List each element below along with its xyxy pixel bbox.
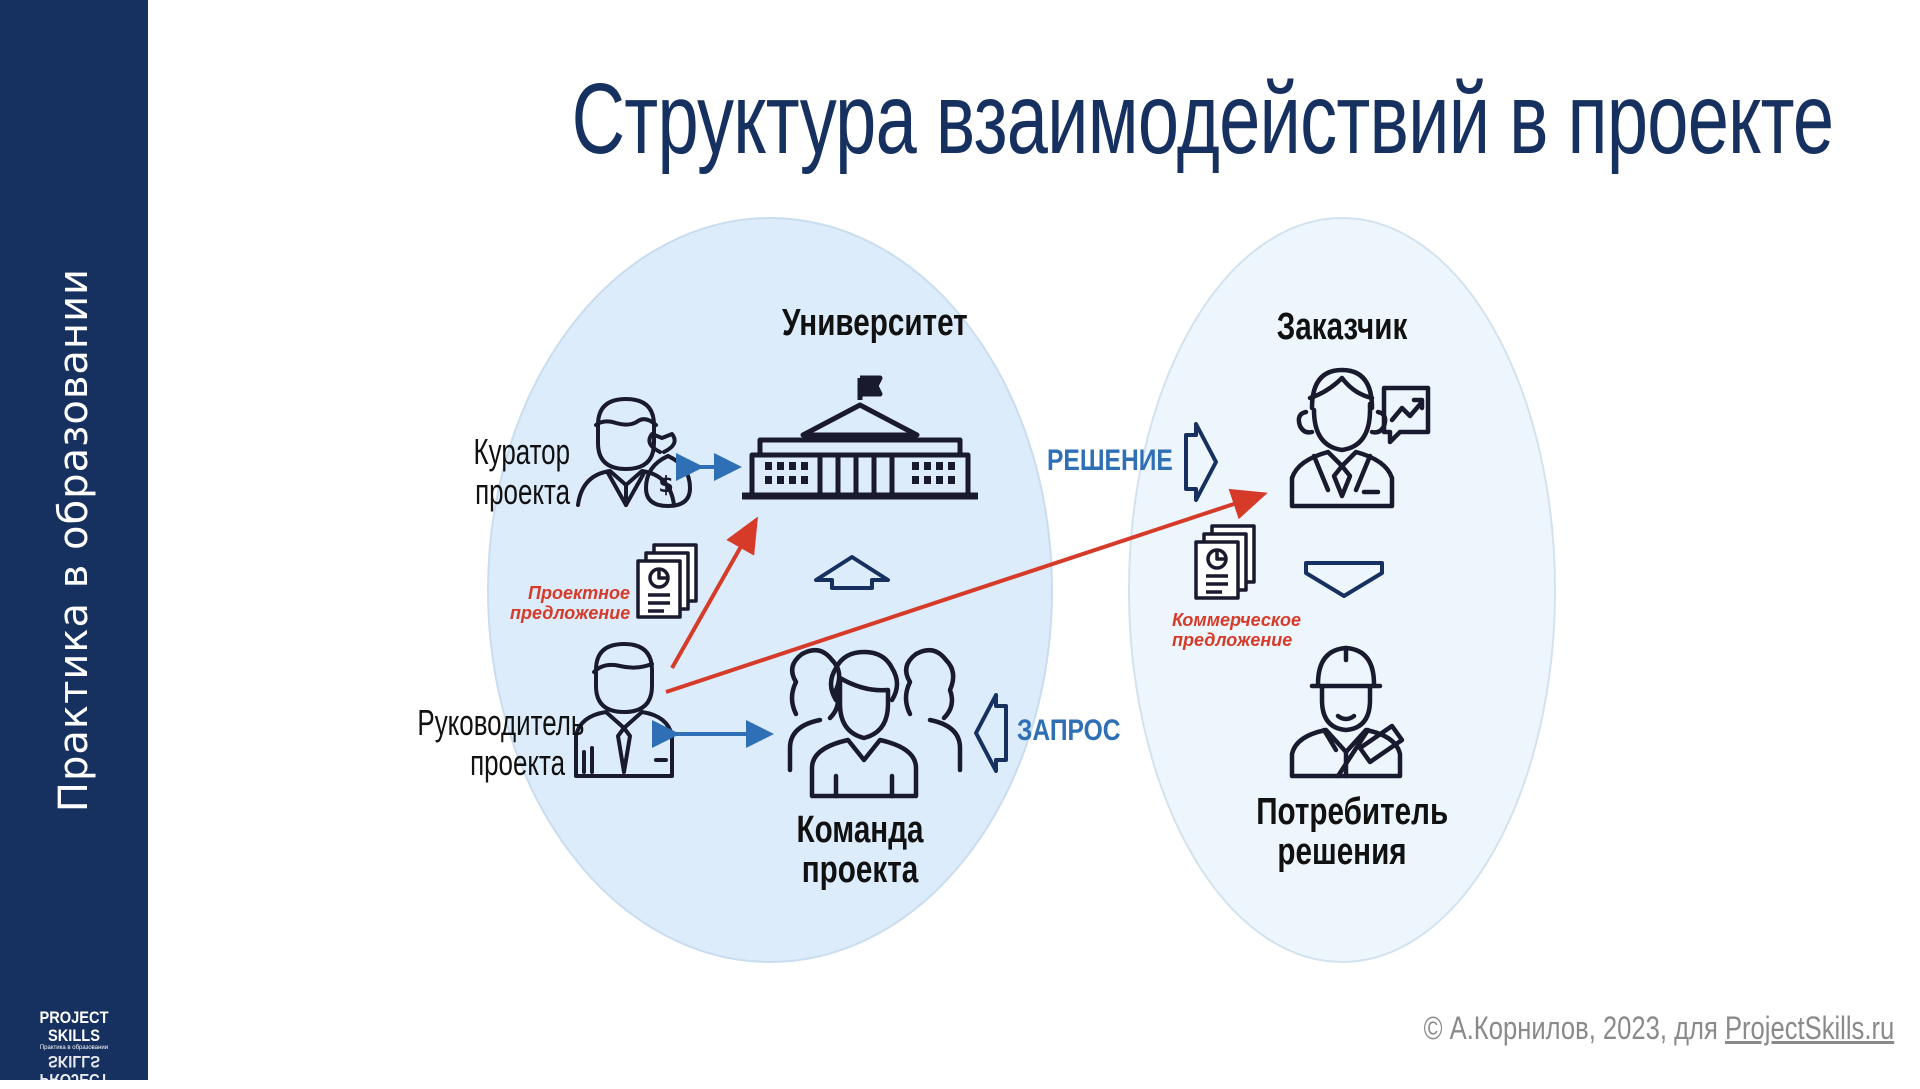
university-label: Университет <box>782 302 968 344</box>
curator-label-line2: проекта <box>475 471 570 512</box>
copyright-text: © А.Корнилов, 2023, для <box>1423 1010 1725 1046</box>
customer-icon <box>1289 367 1431 509</box>
consumer-worker-icon <box>1289 645 1405 779</box>
team-icon <box>787 647 963 799</box>
logo-subtitle: Практика в образовании <box>39 1045 109 1051</box>
customer-zone-ellipse <box>1128 217 1556 963</box>
consumer-label-line1: Потребитель <box>1256 791 1449 833</box>
consumer-label-line2: решения <box>1277 831 1407 873</box>
commercial-proposal-label: Коммерческое предложение <box>1172 610 1322 650</box>
project-skills-logo[interactable]: PROJECT SKILLS Практика в образовании PR… <box>8 1008 140 1089</box>
university-windows <box>765 462 955 484</box>
curator-label-line1: Куратор <box>473 431 570 472</box>
sidebar: Практика в образовании PROJECT SKILLS Пр… <box>0 0 148 1089</box>
university-building-icon <box>742 375 978 500</box>
request-flow-label: ЗАПРОС <box>1017 714 1121 747</box>
proposal-to-customer-arrow <box>665 488 1268 694</box>
logo-title: PROJECT SKILLS <box>39 1008 109 1045</box>
team-label-line2: проекта <box>801 849 919 891</box>
proposal-to-university-arrow <box>670 516 758 669</box>
project-proposal-label-line2: предложение <box>510 603 631 623</box>
manager-label: Руководитель проекта <box>417 702 585 783</box>
curator-label: Куратор проекта <box>448 432 570 512</box>
solution-flow-label: РЕШЕНИЕ <box>1047 444 1173 477</box>
project-proposal-label: Проектное предложение <box>510 583 630 623</box>
team-label-line1: Команда <box>796 809 924 851</box>
team-label: Команда проекта <box>782 810 938 890</box>
project-proposal-document-icon <box>636 543 698 619</box>
dollar-icon: $ <box>658 473 673 498</box>
customer-label: Заказчик <box>1276 306 1408 348</box>
customer-down-arrow-icon <box>1304 561 1384 598</box>
manager-label-line2: проекта <box>470 742 565 783</box>
copyright-footer: © А.Корнилов, 2023, для ProjectSkills.ru <box>1423 1010 1894 1047</box>
commercial-proposal-label-line1: Коммерческое <box>1172 610 1301 630</box>
projectskills-link[interactable]: ProjectSkills.ru <box>1724 1010 1894 1046</box>
consumer-label: Потребитель решения <box>1256 791 1449 873</box>
manager-label-line1: Руководитель <box>417 702 585 743</box>
manager-icon <box>574 642 674 778</box>
solution-arrow-icon <box>1184 422 1218 502</box>
project-proposal-label-line1: Проектное <box>528 583 630 603</box>
curator-icon <box>576 397 692 508</box>
commercial-proposal-label-line2: предложение <box>1172 630 1293 650</box>
request-arrow-icon <box>974 693 1008 773</box>
team-up-arrow-icon <box>814 555 890 590</box>
commercial-proposal-document-icon <box>1194 524 1256 600</box>
